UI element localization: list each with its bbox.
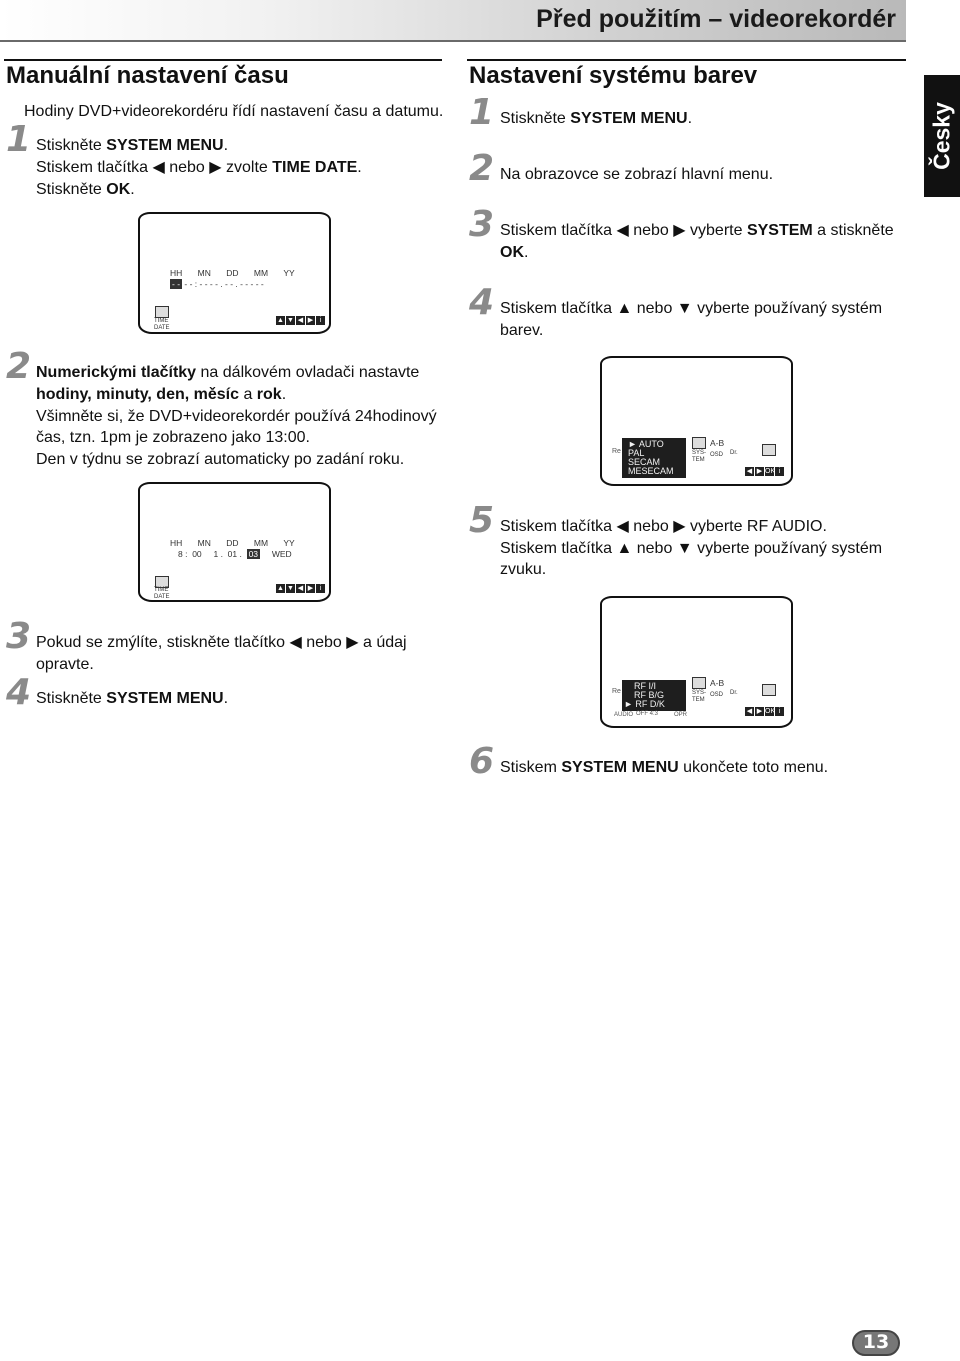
osd-field-labels: HH MN DD MM YY (170, 268, 295, 278)
menu-option-pal[interactable]: PAL (628, 448, 645, 458)
section-title-time: Manuální nastavení času (6, 62, 289, 89)
step2-line1: Numerickými tlačítky na dálkovém ovladač… (36, 364, 420, 381)
tape-icon (692, 437, 706, 449)
osd-screen-time-empty: HH MN DD MM YY - - - - : - - - - . - - .… (138, 212, 331, 334)
osd-time-value-set: 8 : 00 1 . 01 . 03 WED (178, 549, 292, 559)
step3-line2: opravte. (36, 656, 94, 673)
r-step6-line1: Stiskem SYSTEM MENU ukončete toto menu. (500, 759, 829, 776)
section-rule-left (4, 59, 442, 61)
osd-ghost-text: Re (612, 448, 621, 455)
page-header-title: Před použitím – videorekordér (536, 5, 896, 33)
r-step5-line2: Stiskem tlačítka ▲ nebo ▼ vyberte použív… (500, 540, 883, 557)
menu-option-rf-bg[interactable]: RF B/G (634, 690, 665, 700)
page-number-badge (852, 1330, 900, 1356)
osd-screen-rf-audio: Re AUDIO RF I/I RF B/G ► RF D/K OFF 4:3 … (600, 596, 793, 728)
ab-label: A-B (710, 678, 725, 688)
osd-screen-color-system: Re ► AUTO PAL SECAM MESECAM SYS-TEM A-B … (600, 356, 793, 486)
system-icon-label: SYS-TEM (692, 690, 707, 703)
dr-label: Dr. (730, 450, 738, 456)
r-step3-line1: Stiskem tlačítka ◀ nebo ▶ vyberte SYSTEM… (500, 222, 894, 239)
menu-option-rf-dk[interactable]: ► RF D/K (624, 699, 665, 709)
menu-option-mesecam[interactable]: MESECAM (628, 466, 674, 476)
step-number-r1: 1 (469, 92, 495, 133)
rf-audio-menu: RF I/I RF B/G ► RF D/K (622, 680, 686, 711)
color-system-menu: ► AUTO PAL SECAM MESECAM (622, 438, 686, 478)
system-icon-label: SYS-TEM (692, 450, 707, 463)
step2-line5: Den v týdnu se zobrazí automaticky po za… (36, 451, 405, 468)
clock-icon (155, 576, 169, 588)
step-number-2: 2 (6, 346, 32, 387)
step4-line1: Stiskněte SYSTEM MENU. (36, 690, 229, 707)
tape-icon (762, 444, 776, 456)
osd-field-labels-2: HH MN DD MM YY (170, 538, 295, 548)
under-menu-label: OFF 4:3 (636, 711, 659, 717)
r-step5-line1: Stiskem tlačítka ◀ nebo ▶ vyberte RF AUD… (500, 518, 827, 535)
osd-label: OSD (710, 692, 724, 698)
step2-line4: čas, tzn. 1pm je zobrazeno jako 13:00. (36, 429, 310, 446)
section-title-color-system: Nastavení systému barev (469, 62, 758, 89)
step2-line2: hodiny, minuty, den, měsíc a rok. (36, 386, 287, 403)
section-rule-right (467, 59, 906, 61)
step1-line1: Stiskněte SYSTEM MENU. (36, 137, 229, 154)
step-number-1: 1 (6, 119, 32, 160)
step1-line2: Stiskem tlačítka ◀ nebo ▶ zvolte TIME DA… (36, 159, 362, 176)
r-step1-line1: Stiskněte SYSTEM MENU. (500, 110, 693, 127)
step3-line1: Pokud se zmýlíte, stiskněte tlačítko ◀ n… (36, 634, 407, 651)
osd-time-value: - - - - : - - - - . - - . - - - - - (170, 279, 264, 289)
ab-label: A-B (710, 438, 725, 448)
language-tab (924, 75, 960, 197)
osd-ghost-text: Re (612, 688, 621, 695)
step-number-r2: 2 (469, 148, 495, 189)
step2-line3: Všimněte si, že DVD+videorekordér použív… (36, 408, 437, 425)
r-step2-line1: Na obrazovce se zobrazí hlavní menu. (500, 166, 774, 183)
r-step4-line2: barev. (500, 322, 544, 339)
opr-label: OPR (674, 712, 688, 718)
step-number-4: 4 (6, 672, 32, 713)
intro-text: Hodiny DVD+videorekordéru řídí nastavení… (24, 103, 444, 120)
step-number-3: 3 (6, 616, 32, 657)
nav-arrows-icon: ▲▼◀▶i (276, 316, 325, 325)
tape-icon (692, 677, 706, 689)
step1-line3: Stiskněte OK. (36, 181, 135, 198)
step-number-r6: 6 (469, 741, 495, 782)
tape-icon (762, 684, 776, 696)
osd-screen-time-set: HH MN DD MM YY 8 : 00 1 . 01 . 03 WED TI… (138, 482, 331, 602)
audio-label: AUDIO (614, 712, 634, 718)
header-bar (0, 0, 906, 42)
page-number: 13 (862, 1331, 890, 1353)
clock-icon (155, 306, 169, 318)
dr-label: Dr. (730, 690, 738, 696)
r-step5-line3: zvuku. (500, 561, 547, 578)
r-step4-line1: Stiskem tlačítka ▲ nebo ▼ vyberte použív… (500, 300, 883, 317)
step-number-r5: 5 (469, 500, 495, 541)
menu-option-rf-ii[interactable]: RF I/I (634, 681, 656, 691)
nav-arrows-icon: ▲▼◀▶i (276, 584, 325, 593)
step-number-r4: 4 (469, 282, 495, 323)
language-label: Česky (928, 102, 955, 170)
r-step3-line2: OK. (500, 244, 529, 261)
step-number-r3: 3 (469, 204, 495, 245)
menu-option-auto[interactable]: ► AUTO (628, 439, 664, 449)
osd-label: OSD (710, 452, 724, 458)
menu-option-secam[interactable]: SECAM (628, 457, 661, 467)
